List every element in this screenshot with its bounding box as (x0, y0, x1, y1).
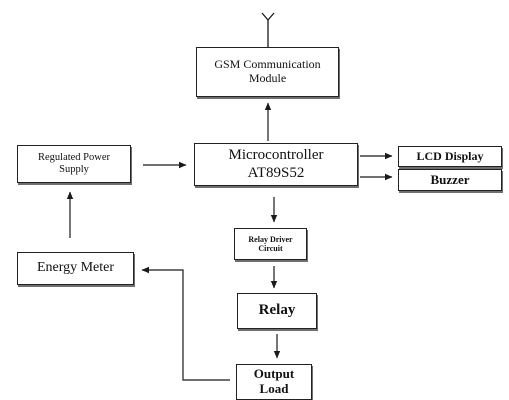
microcontroller-block: Microcontroller AT89S52 (194, 143, 358, 186)
gsm-label-line2: Module (248, 71, 287, 85)
power-label-line2: Supply (59, 164, 89, 175)
load-label-line1: Output (253, 366, 295, 381)
power-label-line1: Regulated Power (37, 151, 111, 163)
gsm-label-line1: GSM Communication (214, 57, 321, 72)
relay-label: Relay (258, 302, 296, 319)
load-label-line2: Load (259, 380, 289, 396)
gsm-module-block: GSM Communication Module (196, 47, 339, 97)
buzzer-label: Buzzer (430, 171, 470, 187)
power-supply-block: Regulated Power Supply (17, 145, 131, 183)
relay-driver-label-line2: Circuit (258, 244, 283, 253)
mcu-label-line2: AT89S52 (247, 164, 305, 181)
relay-block: Relay (237, 293, 317, 329)
lcd-label: LCD Display (416, 148, 484, 163)
output-load-block: Output Load (236, 364, 312, 400)
relay-driver-label-line1: Relay Driver (248, 234, 293, 244)
energy-meter-block: Energy Meter (17, 252, 134, 285)
arrow-load-to-energy (141, 266, 230, 381)
antenna-icon (261, 12, 275, 47)
buzzer-block: Buzzer (398, 169, 502, 191)
relay-driver-block: Relay Driver Circuit (234, 228, 307, 260)
energy-meter-label: Energy Meter (36, 260, 115, 276)
lcd-display-block: LCD Display (398, 146, 502, 167)
mcu-label-line1: Microcontroller (228, 147, 324, 164)
